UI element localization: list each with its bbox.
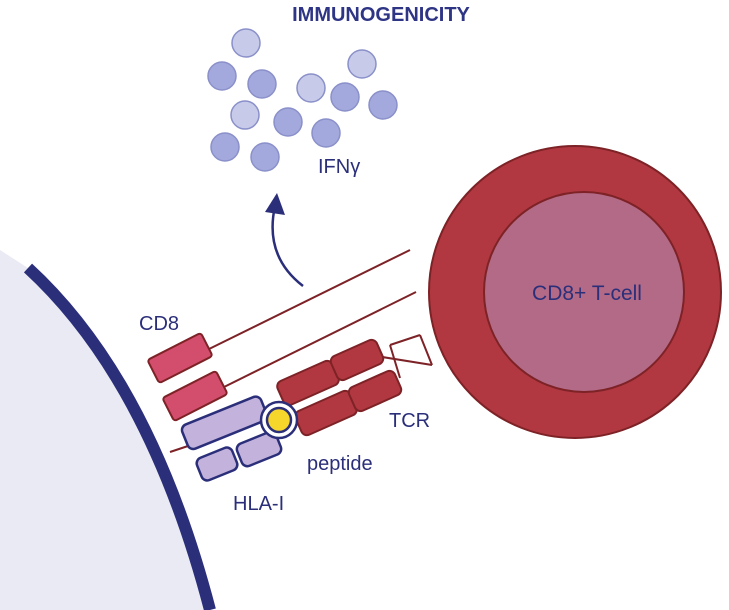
tcr-label: TCR — [389, 410, 430, 432]
cd8-label: CD8 — [139, 313, 179, 335]
cd8-domain-upper — [147, 332, 213, 384]
secretion-arrow — [271, 205, 304, 287]
ifng-label: IFNγ — [318, 156, 360, 178]
cytokine-dot — [347, 49, 377, 79]
tcr-beta-2 — [347, 369, 403, 413]
cytokine-cluster — [207, 28, 398, 172]
tcell-nucleus — [483, 191, 685, 393]
cytokine-dot — [230, 100, 260, 130]
stems — [169, 249, 433, 453]
hla-domain-b2m — [235, 430, 283, 468]
peptide-label: peptide — [307, 453, 373, 475]
tcell-label: CD8+ T-cell — [532, 282, 642, 305]
cytokine-dot — [231, 28, 261, 58]
hla-label: HLA-I — [233, 493, 284, 515]
hla-heavy-chain — [180, 395, 269, 451]
diagram-title: IMMUNOGENICITY — [292, 4, 470, 26]
apc-membrane — [23, 263, 216, 610]
cytokine-dot — [273, 107, 303, 137]
peptide-dot — [265, 406, 293, 434]
cytokine-dot — [330, 82, 360, 112]
cd8-domain-lower — [162, 370, 228, 422]
cytokine-dot — [247, 69, 277, 99]
cytokine-dot — [250, 142, 280, 172]
cytokine-dot — [368, 90, 398, 120]
tcr-alpha-2 — [329, 338, 385, 382]
hla-domain-small — [195, 446, 239, 482]
cytokine-dot — [207, 61, 237, 91]
cytokine-dot — [210, 132, 240, 162]
cytokine-dot — [296, 73, 326, 103]
apc-cell — [0, 250, 210, 610]
cytokine-dot — [311, 118, 341, 148]
arrow-head-icon — [265, 193, 285, 215]
